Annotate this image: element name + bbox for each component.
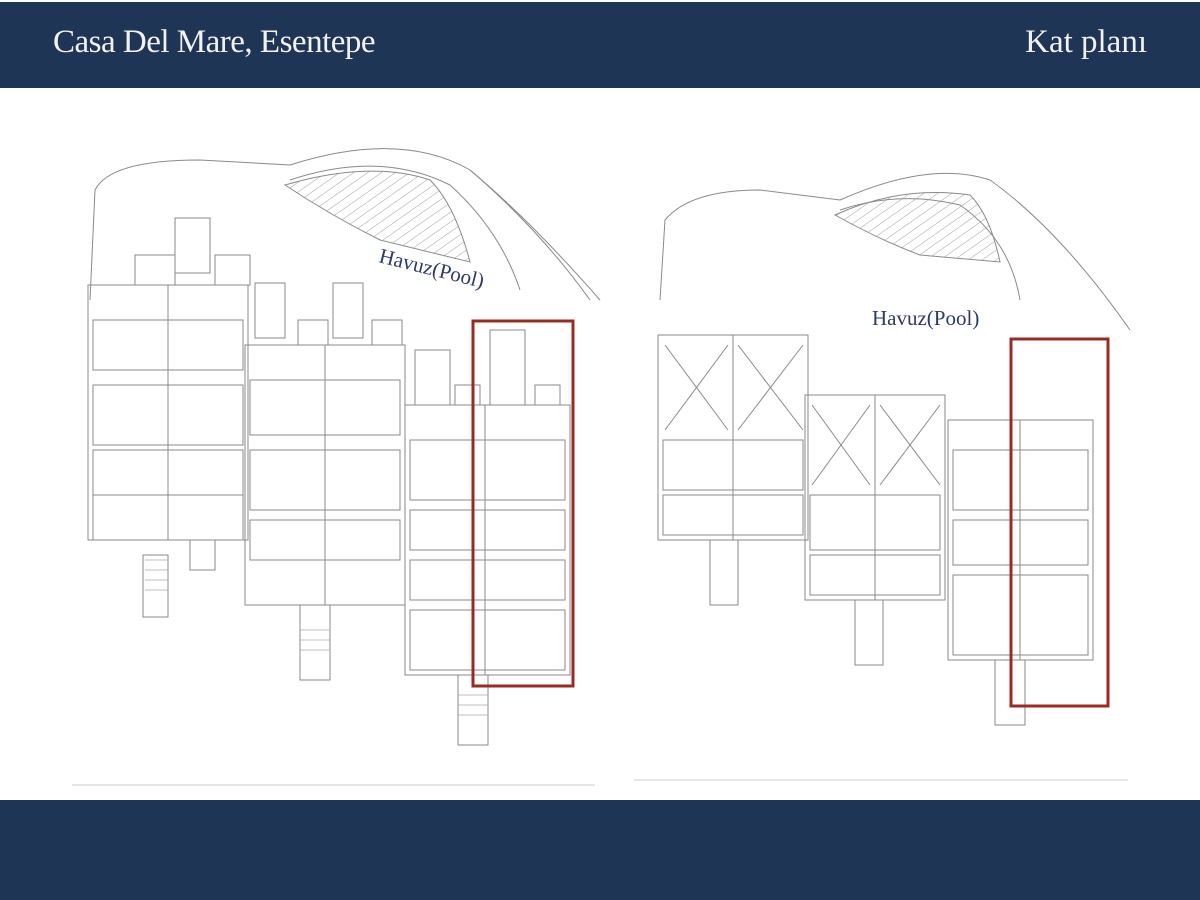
ground-floor-plan bbox=[72, 148, 601, 786]
page-title: Casa Del Mare, Esentepe bbox=[53, 24, 376, 60]
pool-label: Havuz(Pool) bbox=[872, 306, 979, 330]
highlight-box bbox=[1009, 337, 1110, 708]
first-floor-plan bbox=[634, 172, 1131, 781]
page-subtitle: Kat planı bbox=[1025, 24, 1147, 60]
highlight-box bbox=[471, 319, 575, 688]
footer-bar bbox=[0, 800, 1200, 900]
header-bar: Casa Del Mare, Esentepe Kat planı bbox=[0, 2, 1200, 88]
